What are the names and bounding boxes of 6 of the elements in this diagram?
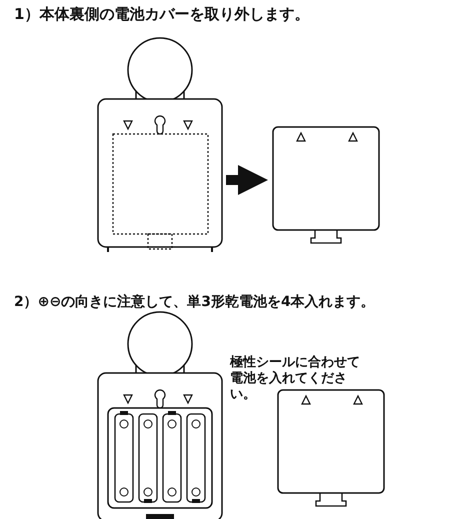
step-instruction: 2）⊕⊖の向きに注意して、単3形乾電池を4本入れます。 [14,294,376,310]
arrow [226,165,268,195]
note-text: 極性シールに合わせて電池を入れてください。 [230,355,361,403]
device-back-drawing [97,36,223,253]
battery-cover-drawing [272,126,380,244]
step-instruction: 1）本体裏側の電池カバーを取り外します。 [14,6,310,22]
